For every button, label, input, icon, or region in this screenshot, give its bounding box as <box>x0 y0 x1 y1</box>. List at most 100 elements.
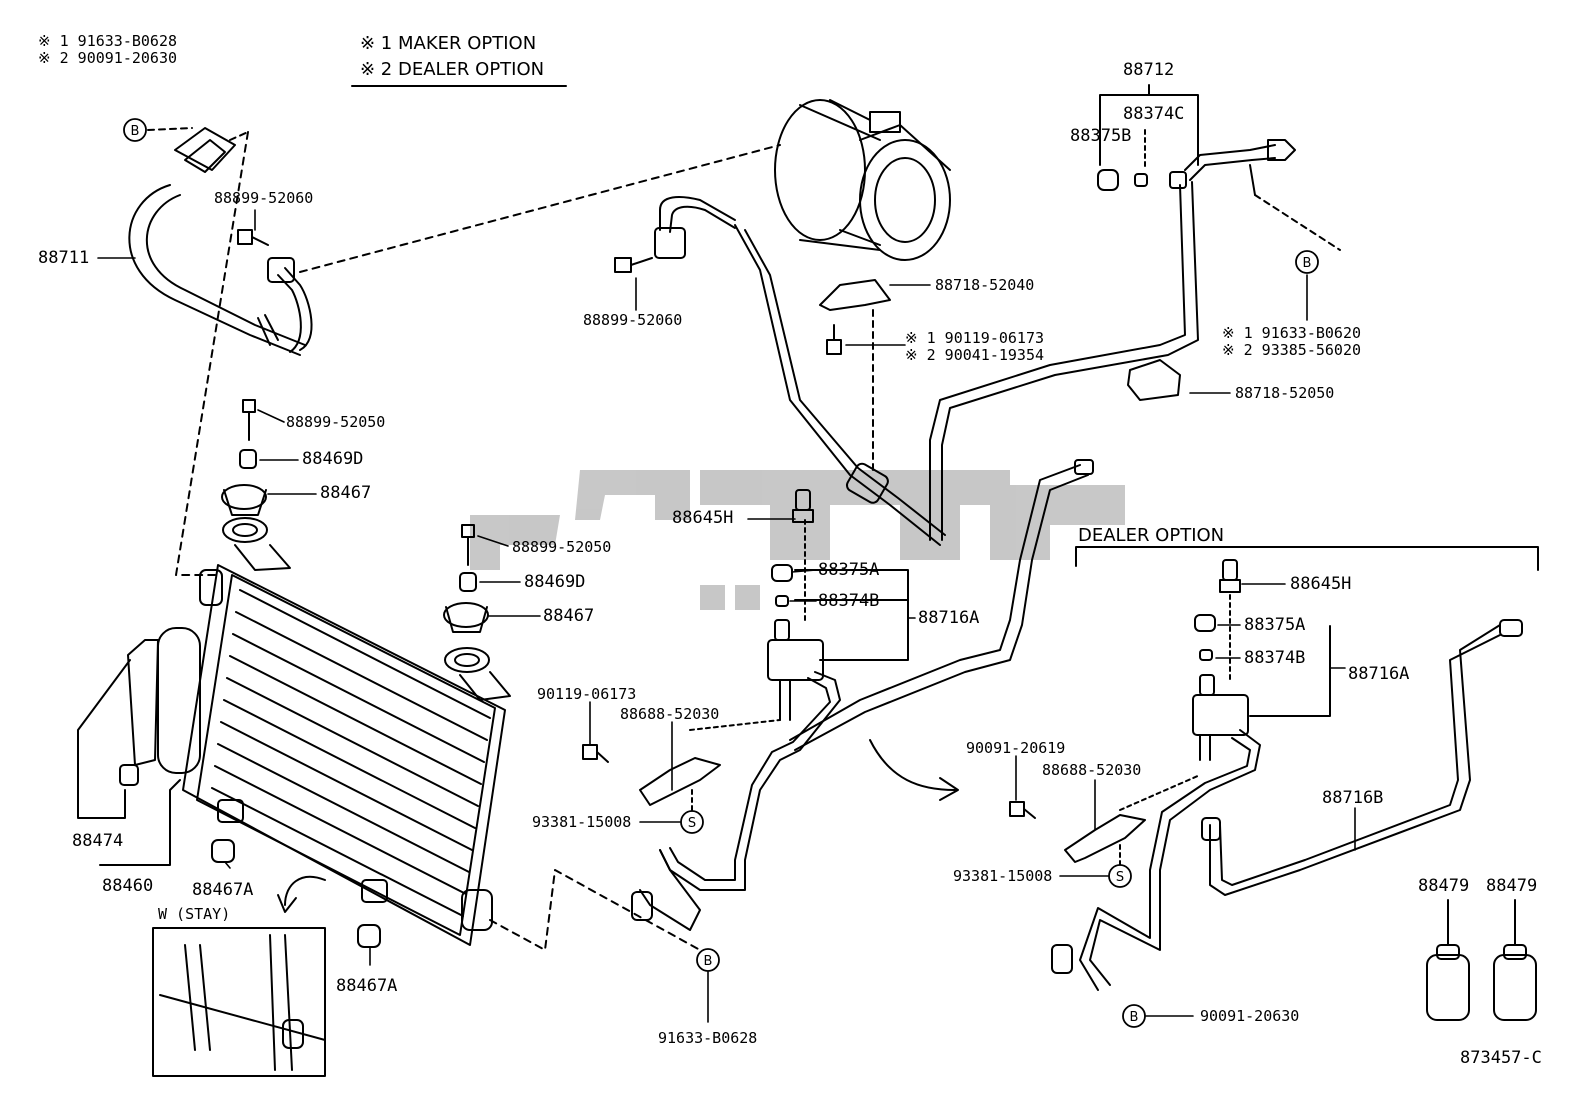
cap-88375a-dealer <box>1194 614 1216 632</box>
callout-88718-52040: 88718-52040 <box>935 276 1035 294</box>
bracket-88688-dealer <box>1064 814 1146 863</box>
pipe-88716b <box>1201 619 1523 896</box>
callout-88375a-center: 88375A <box>818 560 880 580</box>
option-ref-right-2: ※ 2 93385-56020 <box>1222 341 1361 359</box>
callout-88716a-dealer: 88716A <box>1348 664 1410 684</box>
option-ref-mid-1: ※ 1 90119-06173 <box>905 329 1044 347</box>
marker-b-bottom-right-text: B <box>1130 1010 1139 1025</box>
callout-88716b: 88716B <box>1322 788 1384 808</box>
bracket-88718-52040 <box>819 279 891 311</box>
discharge-hose <box>654 196 946 546</box>
condenser <box>182 564 506 946</box>
bolt-90091-20619 <box>1009 801 1036 819</box>
dealer-option-bracket <box>1075 546 1539 571</box>
core-88374b-center <box>775 595 789 607</box>
callout-88645h-dealer: 88645H <box>1290 574 1352 594</box>
callout-88899-52060-mid: 88899-52060 <box>583 311 683 329</box>
marker-s-dealer-text: S <box>1116 870 1124 885</box>
bracket-88716a-center <box>794 569 909 661</box>
callout-88375a-dealer: 88375A <box>1244 615 1306 635</box>
callout-90091-20619: 90091-20619 <box>966 739 1066 757</box>
cap-88375a-center <box>771 564 793 582</box>
callout-88375b: 88375B <box>1070 126 1132 146</box>
cap-88375b <box>1097 169 1119 191</box>
mount-right <box>443 524 511 701</box>
callout-88467-left: 88467 <box>320 483 372 503</box>
liquid-pipe-center <box>789 459 1094 751</box>
bracket-88474 <box>77 659 131 819</box>
leader-b-top-2 <box>229 131 249 141</box>
callout-90119-06173: 90119-06173 <box>537 685 637 703</box>
option-ref-right-1: ※ 1 91633-B0620 <box>1222 324 1361 342</box>
bolt-88899-52060-left <box>237 229 269 246</box>
switch-88645h-center <box>792 489 814 523</box>
callout-88374b-dealer: 88374B <box>1244 648 1306 668</box>
callout-88460: 88460 <box>102 876 154 896</box>
callout-88899-52050-left: 88899-52050 <box>286 413 386 431</box>
dashed-b-right <box>1254 194 1341 251</box>
stay-box-label: W (STAY) <box>158 905 231 923</box>
desiccant-88479-a <box>1426 899 1470 1021</box>
callout-93381-15008-dealer: 93381-15008 <box>953 867 1053 885</box>
bracket-88716a-dealer <box>1249 625 1331 717</box>
drawing-number: 873457-C <box>1460 1048 1542 1068</box>
marker-b-bottom-center <box>696 948 720 972</box>
bracket-88712 <box>1099 84 1199 166</box>
arrow-w-stay-head <box>277 894 297 913</box>
option-ref-top-left-1: ※ 1 91633-B0628 <box>38 32 177 50</box>
callout-88479-b: 88479 <box>1486 876 1538 896</box>
dealer-option-heading: DEALER OPTION <box>1078 525 1225 546</box>
marker-s-center <box>680 810 704 834</box>
dashed-bracket-center <box>689 719 781 731</box>
valve-core-88374c <box>1134 173 1148 187</box>
pipe-88712 <box>929 139 1296 541</box>
callout-93381-15008-center: 93381-15008 <box>532 813 632 831</box>
callout-88711: 88711 <box>38 248 90 268</box>
arrow-w-stay <box>284 875 326 906</box>
maker-option-note: ※ 1 MAKER OPTION <box>360 33 537 54</box>
mount-left <box>221 399 291 571</box>
receiver-dryer <box>119 627 201 786</box>
marker-b-top-left <box>123 118 147 142</box>
bracket-88460 <box>99 779 181 866</box>
bracket-88688-center <box>639 757 721 806</box>
valve-block-dealer <box>1079 674 1261 991</box>
bolt-88899-52060-mid <box>614 257 653 273</box>
valve-block-center <box>639 619 841 931</box>
marker-b-top-left-text: B <box>131 124 140 139</box>
compressor <box>774 99 951 261</box>
cushion-88467a-right <box>357 924 381 948</box>
callout-88645h-center: 88645H <box>672 508 734 528</box>
fitting-lower-left <box>631 891 653 921</box>
hose-88711 <box>128 127 313 356</box>
dashed-condenser-pipe <box>489 869 701 951</box>
bracket-88718-52050 <box>1127 359 1181 401</box>
dashed-bracket-dealer <box>1119 774 1201 811</box>
callout-88467a-left: 88467A <box>192 880 254 900</box>
core-88374b-dealer <box>1199 649 1213 661</box>
bolt-90119-06173-top <box>826 324 842 355</box>
arrow-to-dealer <box>869 739 956 791</box>
switch-88645h-dealer <box>1219 559 1241 593</box>
option-ref-top-left-2: ※ 2 90091-20630 <box>38 49 177 67</box>
callout-88479-a: 88479 <box>1418 876 1470 896</box>
stay-detail-box <box>152 927 326 1077</box>
callout-88688-52030-dealer: 88688-52030 <box>1042 761 1142 779</box>
callout-88374c: 88374C <box>1123 104 1185 124</box>
callout-88899-52060-left: 88899-52060 <box>214 189 314 207</box>
marker-s-dealer <box>1108 864 1132 888</box>
callout-90091-20630-bottom: 90091-20630 <box>1200 1007 1300 1025</box>
fitting-88712 <box>1169 171 1187 189</box>
callout-88374b-center: 88374B <box>818 591 880 611</box>
marker-b-right-text: B <box>1303 256 1312 271</box>
desiccant-88479-b <box>1493 899 1537 1021</box>
callout-88467a-right: 88467A <box>336 976 398 996</box>
dashed-hose-condenser <box>175 131 249 576</box>
cushion-88467a-left <box>211 839 235 863</box>
callout-88469d-left: 88469D <box>302 449 364 469</box>
callout-88474: 88474 <box>72 831 124 851</box>
fitting-dealer-lower <box>1051 944 1073 974</box>
